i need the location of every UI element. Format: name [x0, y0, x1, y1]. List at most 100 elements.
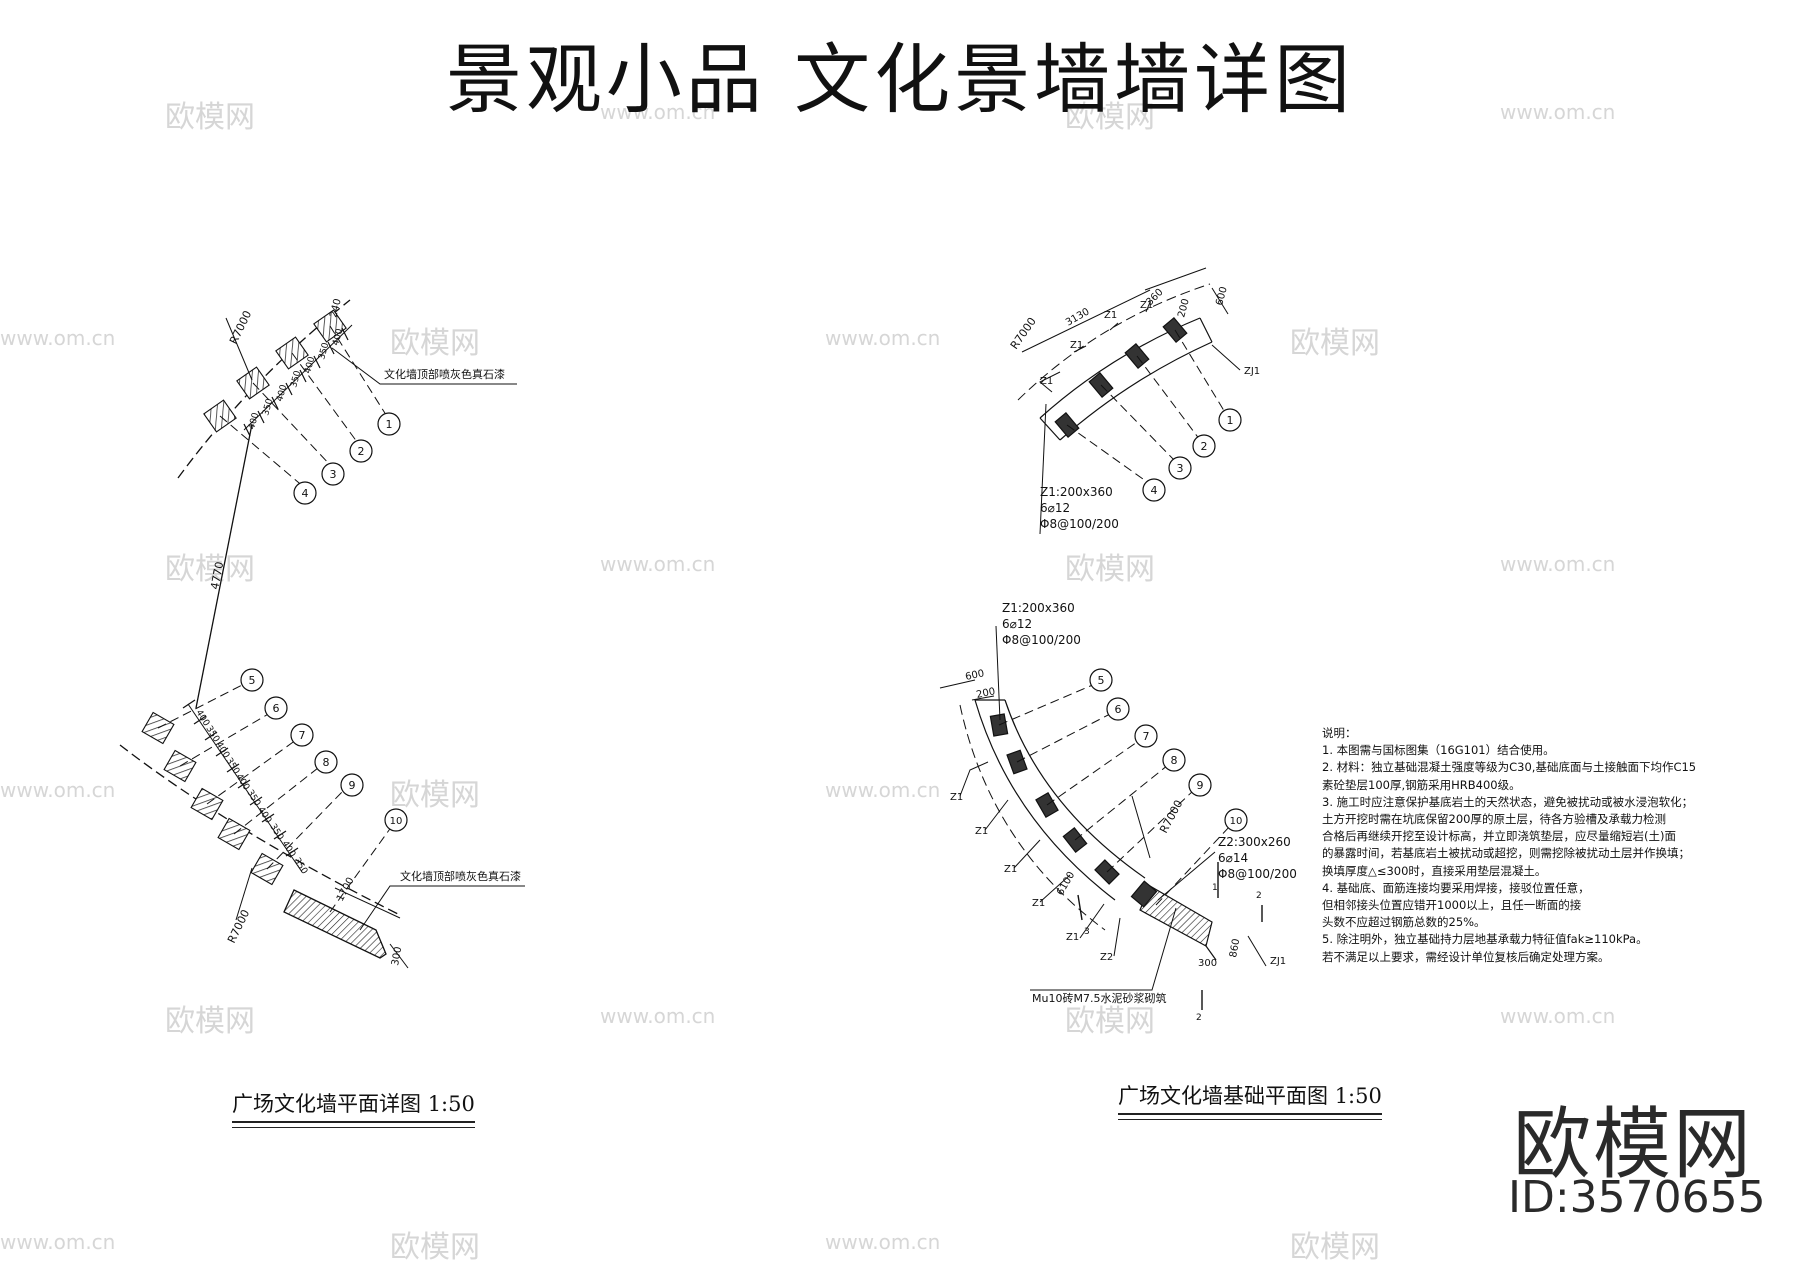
plan-dim: 350 [289, 369, 303, 388]
plan-dim: 350 [267, 822, 285, 842]
foundation-column-label: Z1 [1004, 864, 1017, 875]
watermark-logo: 欧模网 [1290, 326, 1380, 361]
watermark-site: www.om.cn [0, 1230, 116, 1254]
plan-axis-label: 8 [323, 756, 330, 769]
notes-title: 说明： [1322, 726, 1357, 740]
foundation-axis-label: 7 [1143, 730, 1150, 743]
watermark-logo: 欧模网 [390, 778, 480, 813]
plan-dim: 400 [279, 839, 297, 859]
foundation-notes: 说明： 1. 本图需与国标图集（16G101）结合使用。 2. 材料：独立基础混… [1322, 725, 1696, 966]
plan-dim: 400 [247, 411, 261, 430]
plan-dim: 300 [390, 946, 404, 967]
z1-spec-line: Z1:200x360 [1040, 485, 1113, 499]
note-line: 合格后再继续开挖至设计标高，并立即浇筑垫层，应尽量缩短岩(土)面 [1322, 829, 1676, 844]
foundation-column-label: Z1 [1070, 340, 1083, 351]
foundation-column2-label: Z2 [1100, 952, 1113, 963]
plan-radius-top: R7000 [227, 309, 254, 347]
sheet-title: 景观小品 文化景墙墙详图 [445, 35, 1355, 124]
foundation-dim: 600 [1214, 285, 1230, 306]
plan-dim: 350 [317, 341, 331, 360]
plan-axis-label: 4 [302, 487, 309, 500]
watermark-site: www.om.cn [600, 1004, 716, 1028]
plan-axis-label: 5 [249, 674, 256, 687]
z1-spec-line: 6⌀12 [1002, 617, 1032, 631]
foundation-dim: 200 [1176, 297, 1192, 318]
watermark-logo: 欧模网 [1290, 1230, 1380, 1265]
foundation-axis-markers [1089, 408, 1248, 832]
section-mark: 3 [1084, 927, 1090, 937]
foundation-footing-label: ZJ1 [1244, 366, 1260, 377]
watermark-logo: 欧模网 [1065, 100, 1155, 135]
plan-dim: 400 [233, 772, 251, 792]
plan-solid-wall [283, 889, 387, 959]
foundation-column-label: Z1 [950, 792, 963, 803]
foundation-axis-label: 2 [1201, 440, 1208, 453]
plan-dim: 400 [303, 355, 317, 374]
note-line: 但相邻接头位置应错开1000以上，且任一断面的接 [1322, 898, 1582, 913]
watermark-site: www.om.cn [1500, 552, 1616, 576]
plan-radius-bottom: R7000 [225, 908, 252, 946]
note-line: 1. 本图需与国标图集（16G101）结合使用。 [1322, 743, 1555, 758]
foundation-title-scale: 1:50 [1334, 1084, 1382, 1108]
z1-spec-line: Φ8@100/200 [1002, 633, 1081, 647]
foundation-column-label: Z1 [1066, 932, 1079, 943]
foundation-dim: 300 [1198, 958, 1217, 969]
watermark-logo: 欧模网 [1065, 552, 1155, 587]
plan-chord-dim: 4770 [208, 561, 226, 591]
plan-note-top: 文化墙顶部喷灰色真石漆 [384, 367, 505, 381]
watermark-site: www.om.cn [1500, 1004, 1616, 1028]
plan-bottom-arc [119, 744, 401, 916]
foundation-footing-label: ZJ1 [1270, 956, 1286, 967]
foundation-axis-label: 3 [1177, 462, 1184, 475]
z1-spec-line: Φ8@100/200 [1040, 517, 1119, 531]
watermark-site: www.om.cn [600, 552, 716, 576]
foundation-column-label: Z1 [1140, 300, 1153, 311]
watermark-logo: 欧模网 [390, 1230, 480, 1265]
foundation-column-label: Z1 [1104, 310, 1117, 321]
masonry-note: Mu10砖M7.5水泥砂浆砌筑 [1032, 991, 1166, 1005]
section-mark: 2 [1196, 1013, 1202, 1023]
plan-top-blocks [203, 309, 347, 433]
note-line: 素砼垫层100厚,钢筋采用HRB400级。 [1322, 777, 1521, 792]
foundation-axis-label: 6 [1115, 703, 1122, 716]
plan-title-scale: 1:50 [427, 1092, 475, 1116]
z2-spec-line: Φ8@100/200 [1218, 867, 1297, 881]
plan-detail-drawing [119, 299, 525, 969]
plan-axis-markers-bottom [240, 668, 408, 832]
watermark-logo: 欧模网 [390, 326, 480, 361]
foundation-axis-label: 9 [1197, 779, 1204, 792]
foundation-dim: 200 [975, 686, 996, 701]
note-line: 换填厚度△≤300时，直接采用垫层混凝土。 [1322, 863, 1547, 878]
note-line: 头数不应超过钢筋总数的25%。 [1322, 915, 1486, 930]
section-mark: 1 [1212, 883, 1218, 893]
foundation-dim: 860 [1228, 938, 1242, 959]
foundation-axis-label: 4 [1151, 484, 1158, 497]
plan-axis-label: 3 [330, 468, 337, 481]
foundation-column-label: Z1 [1040, 376, 1053, 387]
brand-id: ID:3570655 [1508, 1172, 1766, 1223]
plan-axis-label: 6 [273, 702, 280, 715]
foundation-radius-bottom: R7000 [1157, 798, 1185, 836]
foundation-drawing-title: 广场文化墙基础平面图 1:50 [1118, 1080, 1382, 1120]
plan-axis-label: 1 [386, 418, 393, 431]
plan-axis-label: 7 [299, 729, 306, 742]
watermark-site: www.om.cn [825, 778, 941, 802]
watermark-site: www.om.cn [0, 778, 116, 802]
plan-axis-label: 9 [349, 779, 356, 792]
note-line: 4. 基础底、面筋连接均要采用焊接，接驳位置任意， [1322, 880, 1590, 895]
note-line: 3. 施工时应注意保护基底岩土的天然状态，避免被扰动或被水浸泡软化； [1322, 794, 1694, 809]
foundation-column-label: Z1 [975, 826, 988, 837]
z1-spec-line: 6⌀12 [1040, 501, 1070, 515]
watermark-site: www.om.cn [0, 326, 116, 350]
brand-logo-text: 欧模网 [1512, 1100, 1753, 1190]
watermark-site: www.om.cn [825, 326, 941, 350]
note-line: 土方开挖时需在坑底保留200厚的原土层，待各方验槽及承载力检测 [1322, 812, 1666, 827]
plan-title-text: 广场文化墙平面详图 [232, 1092, 421, 1116]
foundation-axis-label: 8 [1171, 754, 1178, 767]
watermark-site: www.om.cn [825, 1230, 941, 1254]
foundation-column-label: Z1 [1032, 898, 1045, 909]
watermark-logo: 欧模网 [165, 552, 255, 587]
plan-axis-label: 2 [358, 445, 365, 458]
